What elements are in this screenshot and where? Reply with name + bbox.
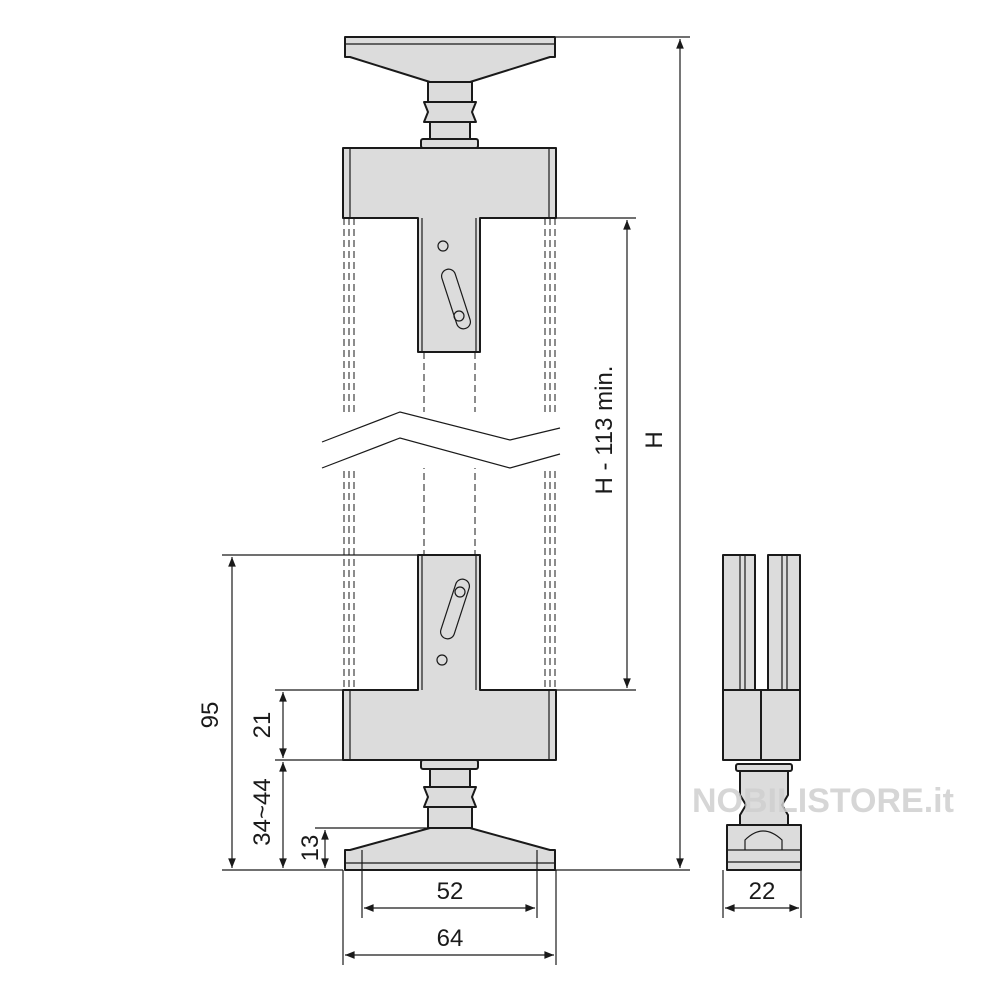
break-lines: [321, 411, 570, 469]
label-52: 52: [437, 878, 464, 905]
bottom-t-bracket: [342, 554, 557, 761]
label-95: 95: [197, 702, 224, 729]
top-foot-plate: [344, 36, 556, 149]
screw-hole-icon: [436, 654, 448, 666]
bottom-foot-plate: [344, 759, 556, 871]
side-view: [722, 554, 802, 871]
slot-icon: [439, 578, 471, 640]
label-64: 64: [437, 925, 464, 952]
label-13: 13: [297, 835, 324, 862]
label-h: H: [641, 431, 668, 448]
slot-icon: [440, 268, 472, 330]
label-21: 21: [249, 712, 276, 739]
dimension-lines: [222, 36, 802, 965]
top-t-bracket: [342, 147, 557, 353]
label-22: 22: [749, 878, 776, 905]
screw-hole-icon: [437, 240, 449, 252]
label-34-44: 34~44: [249, 778, 276, 845]
watermark-logo: NOBILISTORE.it: [692, 782, 954, 820]
label-h-113-min: H - 113 min.: [591, 366, 618, 495]
